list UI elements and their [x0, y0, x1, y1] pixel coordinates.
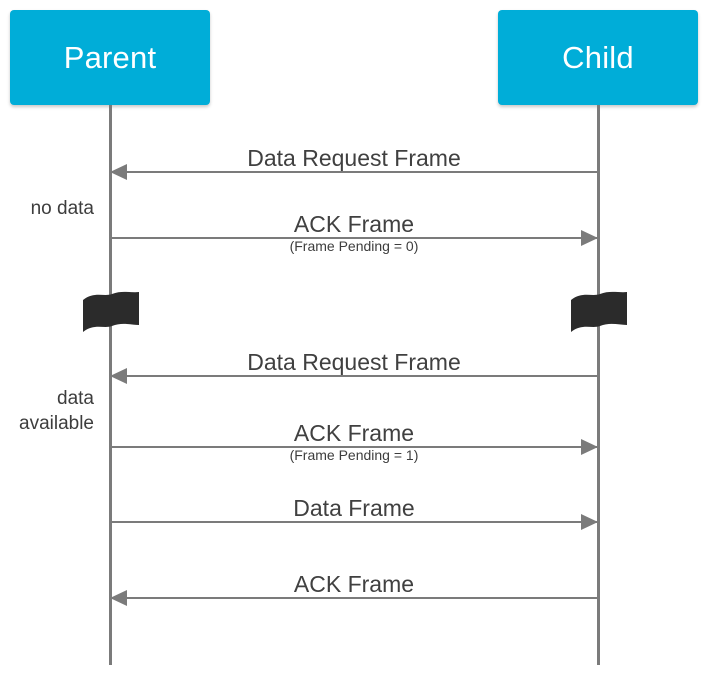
message-caption: ACK Frame: [110, 571, 598, 597]
lifeline-child: [597, 105, 600, 665]
message-title: ACK Frame: [282, 571, 426, 597]
message-subtitle: (Frame Pending = 1): [289, 447, 419, 463]
note-data-available: data available: [19, 388, 94, 434]
message-line: [110, 521, 598, 523]
message-line: [110, 597, 598, 599]
actor-label-child: Child: [562, 40, 634, 75]
message-title: Data Request Frame: [236, 145, 472, 171]
arrow-right-icon: [581, 439, 598, 455]
message-caption: Data Request Frame: [110, 349, 598, 375]
message-caption: Data Frame: [110, 495, 598, 521]
message-line: [110, 171, 598, 173]
arrow-right-icon: [581, 514, 598, 530]
arrow-right-icon: [581, 230, 598, 246]
actor-box-child[interactable]: Child: [498, 10, 698, 105]
break-mark-icon-parent: [82, 291, 140, 335]
message-caption: ACK Frame (Frame Pending = 0): [110, 211, 598, 254]
break-mark-icon-child: [570, 291, 628, 335]
note-no-data: no data: [30, 198, 94, 219]
lifeline-parent: [109, 105, 112, 665]
message-title: ACK Frame: [282, 420, 426, 446]
arrow-left-icon: [110, 164, 127, 180]
arrow-left-icon: [110, 368, 127, 384]
message-line: [110, 375, 598, 377]
actor-box-parent[interactable]: Parent: [10, 10, 210, 105]
message-subtitle: (Frame Pending = 0): [289, 238, 419, 254]
message-line: [110, 237, 598, 239]
message-line: [110, 446, 598, 448]
message-title: Data Frame: [282, 495, 426, 521]
message-title: ACK Frame: [282, 211, 426, 237]
message-title: Data Request Frame: [236, 349, 472, 375]
arrow-left-icon: [110, 590, 127, 606]
message-caption: Data Request Frame: [110, 145, 598, 171]
message-caption: ACK Frame (Frame Pending = 1): [110, 420, 598, 463]
actor-label-parent: Parent: [63, 40, 157, 75]
